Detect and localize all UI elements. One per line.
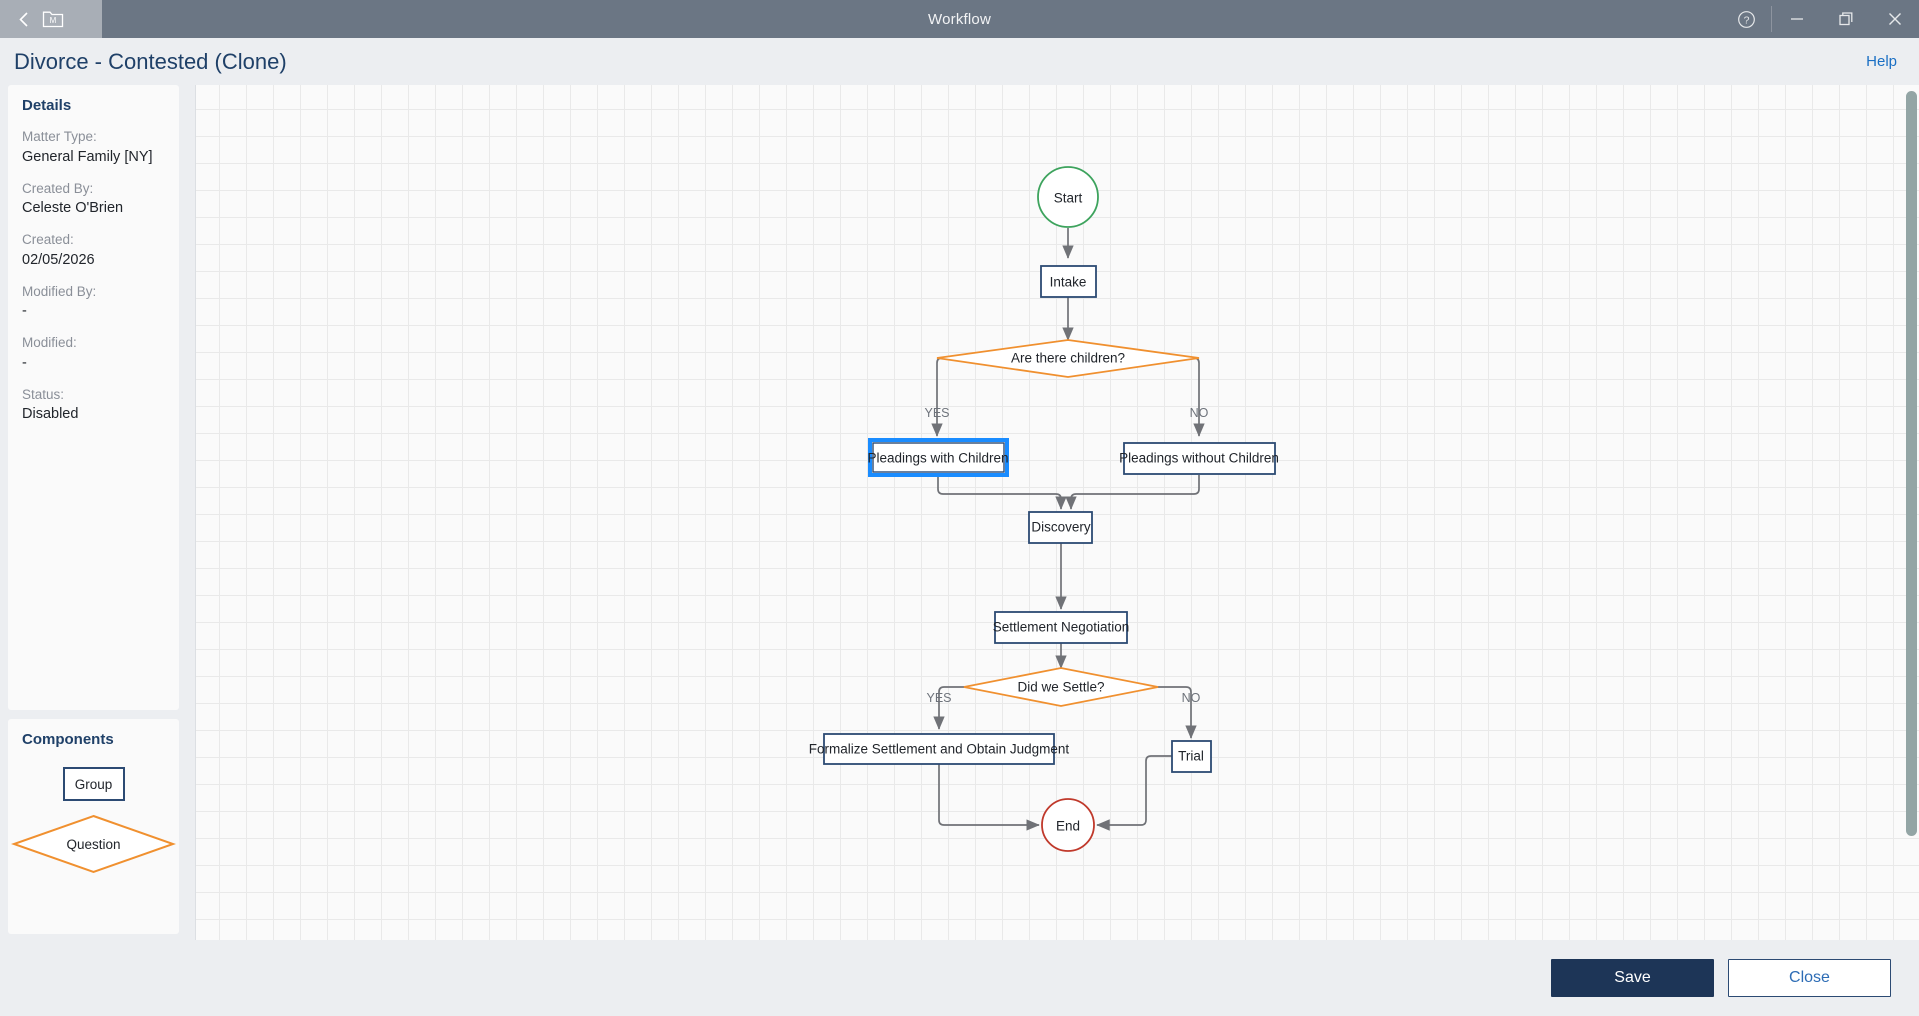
edge-question1-yes xyxy=(931,357,961,437)
edge-labels-layer: YES NO YES NO xyxy=(924,406,1208,705)
edge-label-yes-settle: YES xyxy=(926,691,951,705)
field-status: Status: Disabled xyxy=(22,385,165,426)
body-area: Details Matter Type: General Family [NY]… xyxy=(0,85,1919,940)
node-pleadings-with-children[interactable]: Pleadings with Children xyxy=(867,438,1009,477)
field-label: Modified: xyxy=(22,335,77,351)
sidebar: Details Matter Type: General Family [NY]… xyxy=(0,85,187,940)
field-value: General Family [NY] xyxy=(22,148,153,165)
edge-formalize-end xyxy=(938,763,1040,831)
edge-label-no-settle: NO xyxy=(1182,691,1201,705)
edge-label-no-children: NO xyxy=(1190,406,1209,420)
save-button[interactable]: Save xyxy=(1551,959,1714,997)
field-created-by: Created By: Celeste O'Brien xyxy=(22,179,165,220)
field-label: Modified By: xyxy=(22,283,97,299)
node-formalize-settlement[interactable]: Formalize Settlement and Obtain Judgment xyxy=(809,733,1070,765)
close-button[interactable]: Close xyxy=(1728,959,1891,997)
node-start[interactable]: Start xyxy=(1037,166,1099,228)
close-icon[interactable] xyxy=(1870,0,1919,38)
help-link[interactable]: Help xyxy=(1866,53,1897,70)
workflow-canvas[interactable]: YES NO YES NO Start Intake xyxy=(195,85,1919,940)
components-panel-title: Components xyxy=(22,731,114,748)
edge-pwoc-discovery xyxy=(1065,475,1200,510)
titlebar-left-group: M xyxy=(0,0,102,38)
field-label: Created By: xyxy=(22,180,94,196)
diamond-shape-icon xyxy=(11,814,176,874)
details-panel: Details Matter Type: General Family [NY]… xyxy=(8,85,179,710)
node-end[interactable]: End xyxy=(1041,798,1095,852)
field-label: Status: xyxy=(22,386,65,402)
restore-icon[interactable] xyxy=(1821,0,1870,38)
window-controls: ? xyxy=(1722,0,1919,38)
node-label: Are there children? xyxy=(1011,351,1125,366)
window-titlebar: M Workflow ? xyxy=(0,0,1919,38)
field-matter-type: Matter Type: General Family [NY] xyxy=(22,127,165,168)
details-panel-title: Details xyxy=(22,97,72,114)
window-title: Workflow xyxy=(928,10,991,28)
node-label: End xyxy=(1056,819,1080,834)
minimize-icon[interactable] xyxy=(1772,0,1821,38)
edge-label-yes-children: YES xyxy=(924,406,949,420)
titlebar-divider xyxy=(1771,6,1772,32)
node-settlement-negotiation[interactable]: Settlement Negotiation xyxy=(993,611,1130,644)
edge-trial-end xyxy=(1096,755,1172,831)
node-label: Trial xyxy=(1178,749,1204,764)
node-question-settle[interactable]: Did we Settle? xyxy=(963,667,1159,707)
node-intake[interactable]: Intake xyxy=(1040,265,1097,298)
field-label: Matter Type: xyxy=(22,129,97,144)
page-header: Divorce - Contested (Clone) Help xyxy=(0,38,1919,85)
field-value: Celeste O'Brien xyxy=(22,200,124,217)
components-panel: Components Group Question xyxy=(8,719,179,934)
node-label: Did we Settle? xyxy=(1017,680,1104,695)
node-discovery[interactable]: Discovery xyxy=(1028,511,1093,544)
node-label: Formalize Settlement and Obtain Judgment xyxy=(809,742,1070,757)
question-circle-icon[interactable]: ? xyxy=(1722,0,1771,38)
field-value: 02/05/2026 xyxy=(22,251,95,268)
field-created: Created: 02/05/2026 xyxy=(22,230,165,271)
canvas-vertical-scrollbar[interactable] xyxy=(1906,91,1917,871)
palette-item-label: Question xyxy=(66,836,121,852)
node-question-children[interactable]: Are there children? xyxy=(936,339,1200,378)
nodes-layer: Start Intake Are there children? Pleadin… xyxy=(809,166,1279,852)
node-pleadings-without-children[interactable]: Pleadings without Children xyxy=(1119,442,1279,475)
page-title: Divorce - Contested (Clone) xyxy=(14,48,287,74)
field-label: Created: xyxy=(22,232,74,248)
dialog-footer: Save Close xyxy=(0,940,1919,1016)
node-label: Pleadings with Children xyxy=(867,451,1008,466)
chevron-left-icon[interactable] xyxy=(14,9,34,29)
node-trial[interactable]: Trial xyxy=(1171,740,1212,773)
edge-question2-yes xyxy=(933,686,964,730)
node-label: Intake xyxy=(1050,275,1087,290)
status-badge: Disabled xyxy=(22,406,79,423)
palette-item-group[interactable]: Group xyxy=(62,767,125,801)
field-modified-by: Modified By: - xyxy=(22,282,165,323)
field-modified: Modified: - xyxy=(22,333,165,374)
field-value: - xyxy=(22,303,27,320)
edge-question2-no xyxy=(1158,686,1197,739)
node-label: Discovery xyxy=(1031,520,1091,535)
svg-text:?: ? xyxy=(1744,14,1750,26)
field-value: - xyxy=(22,354,27,371)
matter-folder-icon[interactable]: M xyxy=(40,8,66,30)
scrollbar-thumb[interactable] xyxy=(1906,91,1917,836)
node-label: Settlement Negotiation xyxy=(993,620,1130,635)
components-palette: Group Question xyxy=(11,761,176,875)
workflow-diagram: YES NO YES NO Start Intake xyxy=(809,166,1279,852)
node-label: Pleadings without Children xyxy=(1119,451,1279,466)
edge-question1-no xyxy=(1175,357,1205,437)
palette-item-question[interactable]: Question xyxy=(11,813,176,875)
edge-pwc-discovery xyxy=(937,475,1067,510)
svg-text:M: M xyxy=(50,16,57,25)
node-label: Start xyxy=(1054,191,1083,206)
